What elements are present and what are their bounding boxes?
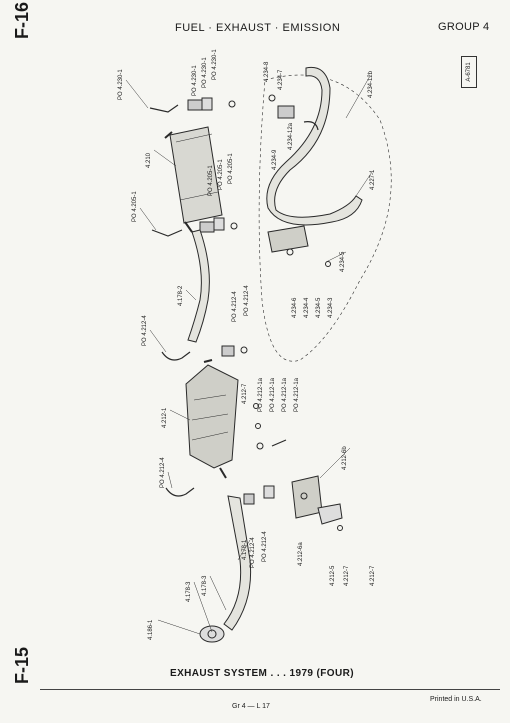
converter-bolts — [253, 403, 287, 450]
u-bolt-upper — [161, 351, 191, 361]
u-bolt-lower — [165, 487, 195, 497]
callout-label: 4.210 — [146, 152, 152, 168]
callout-label: 4.178-1 — [242, 539, 248, 560]
callout-label: 4.212-6a — [298, 542, 304, 566]
callout-label: PO 4.230-1 — [212, 49, 218, 80]
callout-label: 4.212-6b — [342, 446, 348, 470]
lower-hanger-rod — [151, 229, 183, 237]
callout-label: PO 4.205-1 — [228, 153, 234, 184]
callout-label: PO 4.212-1a — [282, 377, 288, 412]
callout-label: PO 4.230-1 — [192, 65, 198, 96]
footer-divider — [40, 689, 500, 690]
callout-label: 4.227-1 — [370, 169, 376, 190]
callout-label: 4.186-1 — [148, 619, 154, 640]
callout-label: 4.234-9 — [272, 149, 278, 170]
callout-label: PO 4.205-1 — [218, 159, 224, 190]
upper-muffler — [164, 126, 223, 233]
callout-label: PO 4.205-1 — [132, 191, 138, 222]
group-label: GROUP 4 — [438, 21, 490, 33]
page-reference: Gr 4 — L 17 — [232, 703, 270, 710]
callout-label: PO 4.230-1 — [202, 57, 208, 88]
front-clamp-pair — [243, 485, 275, 505]
callout-label: 4.234-5 — [340, 251, 346, 272]
tailpipe-hanger — [268, 94, 319, 131]
callout-label: 4.212-5 — [330, 565, 336, 586]
callout-label: 4.178-3 — [186, 581, 192, 602]
upper-clamp-set — [187, 97, 236, 111]
printed-note: Printed in U.S.A. — [430, 696, 482, 703]
callout-label: PO 4.212-4 — [262, 531, 268, 562]
callout-label: PO 4.212-4 — [142, 315, 148, 346]
callout-label: 4.234-12a — [288, 122, 294, 150]
front-flange — [199, 625, 225, 643]
callout-label: PO 4.212-4 — [244, 285, 250, 316]
callout-label: 4.212-7 — [242, 383, 248, 404]
catalytic-converter — [185, 359, 239, 479]
support-bracket-b — [317, 503, 343, 531]
callout-label: 4.234-6 — [292, 297, 298, 318]
callout-label: 4.234-5 — [316, 297, 322, 318]
callout-label: PO 4.230-1 — [118, 69, 124, 100]
callout-label: 4.234-12b — [368, 70, 374, 98]
support-bracket — [291, 475, 323, 519]
callout-label: 4.234-8 — [264, 61, 270, 82]
callout-label: PO 4.212-4 — [160, 457, 166, 488]
callout-label: 4.212-7 — [344, 565, 350, 586]
middle-clamp-set — [199, 217, 238, 233]
upper-hanger-rod — [149, 104, 179, 113]
callout-label: 4.234-7 — [278, 69, 284, 90]
callout-label: PO 4.212-4 — [232, 291, 238, 322]
callout-label: 4.212-1 — [162, 407, 168, 428]
intermediate-pipe — [187, 229, 210, 343]
rear-bracket-set — [267, 225, 331, 267]
callout-label: 4.212-7 — [370, 565, 376, 586]
mid-clamp-pair — [221, 345, 248, 357]
callout-labels: PO 4.230-1 PO 4.230-1 PO 4.230-1 PO 4.23… — [118, 49, 376, 640]
page-title: FUEL · EXHAUST · EMISSION — [175, 22, 341, 34]
front-pipe — [223, 495, 252, 631]
callout-label: 4.234-3 — [328, 297, 334, 318]
callout-label: 4.234-4 — [304, 297, 310, 318]
illustration-ref-box: A-6781 — [461, 56, 477, 88]
tailpipe — [266, 66, 363, 226]
callout-label: PO 4.205-1 — [208, 165, 214, 196]
tailpipe-group-outline — [258, 74, 392, 362]
callout-label: PO 4.212-1a — [258, 377, 264, 412]
leader-lines — [125, 75, 373, 635]
callout-label: PO 4.212-1a — [294, 377, 300, 412]
callout-label: PO 4.212-1a — [270, 377, 276, 412]
callout-label: PO 4.212-4 — [250, 537, 256, 568]
figure-caption: EXHAUST SYSTEM . . . 1979 (FOUR) — [170, 668, 354, 679]
callout-label: 4.178-3 — [202, 575, 208, 596]
callout-label: 4.178-2 — [178, 285, 184, 306]
